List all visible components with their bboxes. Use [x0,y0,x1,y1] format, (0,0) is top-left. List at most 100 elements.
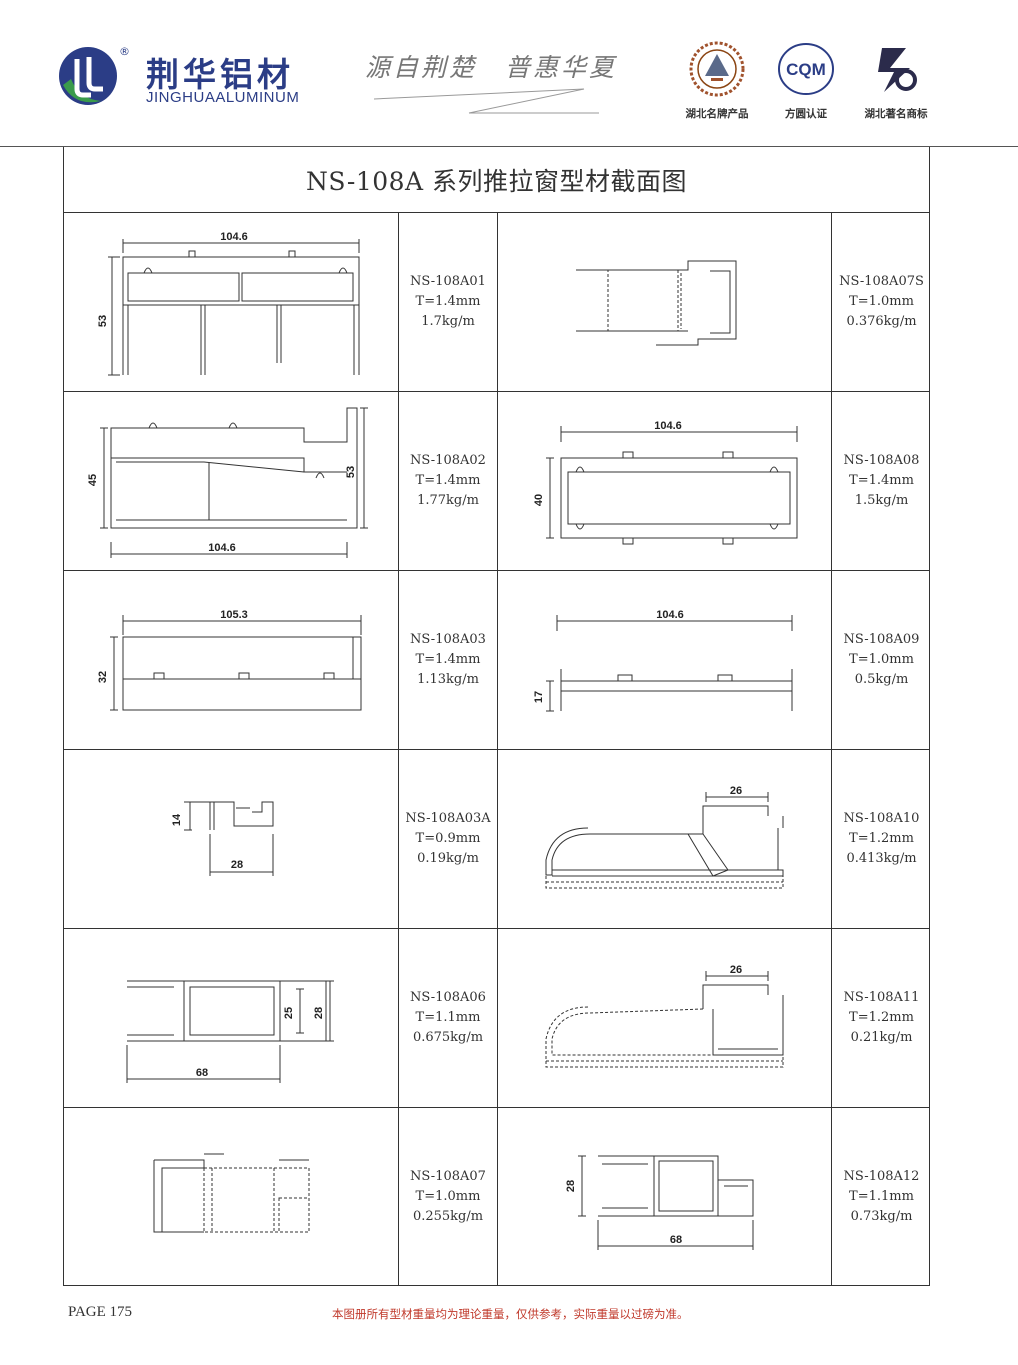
dimension-label: 32 [97,671,109,683]
profile-code: NS-108A06 [410,990,486,1005]
profile-row: 104.6 53 NS-108A01 T=1.4mm 1.7kg/m [64,213,929,392]
profile-drawing-NS-108A12: 28 68 [498,1108,832,1286]
profile-row: NS-108A07 T=1.0mm 0.255kg/m 28 [64,1108,929,1286]
spec-cell: NS-108A07 T=1.0mm 0.255kg/m [399,1108,498,1286]
profile-weight: 0.255kg/m [412,1209,484,1224]
profile-thickness: T=1.4mm [849,473,914,488]
section-diagram: 25 28 68 [126,980,334,1083]
header-divider [0,146,1018,147]
brand-name-cn: 荆华铝材 [146,55,294,94]
section-diagram: 14 28 [171,801,274,876]
spec-cell: NS-108A01 T=1.4mm 1.7kg/m [399,213,498,391]
spec-cell: NS-108A08 T=1.4mm 1.5kg/m [832,392,931,570]
sheet-title: NS-108A 系列推拉窗型材截面图 [305,166,688,196]
profile-code: NS-108A07 [410,1169,486,1184]
spec-cell: NS-108A09 T=1.0mm 0.5kg/m [832,571,931,749]
profile-code: NS-108A07S [839,274,924,289]
profile-drawing-NS-108A07S [498,213,832,391]
provincial-brand-emblem-icon [689,41,745,97]
profile-thickness: T=1.0mm [849,294,914,309]
cqm-text: CQM [786,60,826,79]
profile-row: 14 28 NS-108A03A T=0.9mm 0.19kg/m [64,750,929,929]
weight-disclaimer: 本图册所有型材重量均为理论重量，仅供参考，实际重量以过磅为准。 [332,1307,689,1321]
profile-weight: 0.376kg/m [846,314,917,329]
section-diagram [576,260,737,346]
profile-thickness: T=1.4mm [415,652,481,667]
registered-mark: ® [119,45,130,58]
spec-cell: NS-108A03A T=0.9mm 0.19kg/m [399,750,498,928]
section-diagram: 45 53 104.6 [87,407,368,558]
dimension-label: 14 [171,813,183,826]
badge-provincial-brand: 湖北名牌产品 [677,40,757,121]
page-header: ® 荆华铝材 JINGHUAALUMINUM 源自荆楚 普惠华夏 湖北名牌产品 … [0,0,1018,140]
badge-caption: 方圆认证 [785,108,827,120]
profile-code: NS-108A09 [843,632,920,647]
slogan: 源自荆楚 普惠华夏 [365,53,618,82]
profile-drawing-NS-108A07 [64,1108,399,1286]
profile-code: NS-108A10 [843,811,920,826]
section-diagram: 26 [545,785,784,889]
spec-cell: NS-108A12 T=1.1mm 0.73kg/m [832,1108,931,1286]
profile-sheet: NS-108A 系列推拉窗型材截面图 [63,147,930,1286]
dimension-label: 45 [87,474,99,486]
profile-weight: 0.21kg/m [850,1030,913,1045]
profile-weight: 0.73kg/m [850,1209,913,1224]
profile-weight: 0.413kg/m [846,851,917,866]
profile-code: NS-108A11 [843,990,920,1005]
dimension-label: 28 [565,1180,577,1192]
dimension-label: 68 [670,1234,682,1246]
profile-drawing-NS-108A03A: 14 28 [64,750,399,928]
profile-thickness: T=1.2mm [849,1010,914,1025]
profile-row: 45 53 104.6 NS-108A02 T=1.4mm 1.77kg/m [64,392,929,571]
profile-weight: 1.13kg/m [417,672,479,687]
profile-thickness: T=1.0mm [415,1189,481,1204]
profile-thickness: T=1.0mm [849,652,914,667]
profile-drawing-NS-108A01: 104.6 53 [64,213,399,391]
section-diagram: 26 [545,964,784,1068]
profile-weight: 1.5kg/m [854,493,909,508]
spec-cell: NS-108A02 T=1.4mm 1.77kg/m [399,392,498,570]
profile-code: NS-108A02 [410,453,486,468]
section-diagram [153,1153,310,1233]
section-diagram: 104.6 17 [533,609,793,712]
profile-weight: 1.7kg/m [421,314,475,329]
dimension-label: 104.6 [656,609,684,621]
dimension-label: 104.6 [208,542,236,554]
famous-trademark-logo-icon [878,48,917,92]
profile-code: NS-108A01 [410,274,486,289]
profile-code: NS-108A12 [843,1169,920,1184]
profile-drawing-NS-108A03: 105.3 32 [64,571,399,749]
dimension-label: 104.6 [220,231,248,243]
badge-cqm: CQM 方圆认证 [766,40,846,121]
profile-drawing-NS-108A09: 104.6 17 [498,571,832,749]
badge-caption: 湖北著名商标 [864,108,928,120]
spec-cell: NS-108A11 T=1.2mm 0.21kg/m [832,929,931,1107]
badge-caption: 湖北名牌产品 [685,108,749,120]
section-diagram: 105.3 32 [97,609,362,711]
profile-code: NS-108A03 [410,632,486,647]
dimension-label: 105.3 [220,609,248,621]
dimension-label: 53 [97,315,109,327]
spec-cell: NS-108A03 T=1.4mm 1.13kg/m [399,571,498,749]
spec-cell: NS-108A10 T=1.2mm 0.413kg/m [832,750,931,928]
profile-drawing-NS-108A08: 104.6 40 [498,392,832,570]
dimension-label: 28 [231,859,243,871]
section-diagram: 104.6 53 [97,231,360,376]
profile-drawing-NS-108A11: 26 [498,929,832,1107]
profile-code: NS-108A03A [405,811,491,826]
profile-row: 105.3 32 NS-108A03 T=1.4mm 1.13kg/m [64,571,929,750]
profile-thickness: T=1.1mm [849,1189,914,1204]
dimension-label: 68 [196,1067,208,1079]
dimension-label: 17 [533,691,545,703]
dimension-label: 26 [730,964,742,976]
profile-weight: 0.19kg/m [417,851,479,866]
dimension-label: 53 [345,466,357,478]
spec-cell: NS-108A06 T=1.1mm 0.675kg/m [399,929,498,1107]
spec-cell: NS-108A07S T=1.0mm 0.376kg/m [832,213,931,391]
profile-thickness: T=1.4mm [415,294,481,309]
slogan-underline [374,88,599,114]
page-number: PAGE 175 [68,1304,133,1320]
profile-thickness: T=0.9mm [415,831,481,846]
dimension-label: 25 [283,1007,295,1019]
profile-thickness: T=1.4mm [415,473,481,488]
